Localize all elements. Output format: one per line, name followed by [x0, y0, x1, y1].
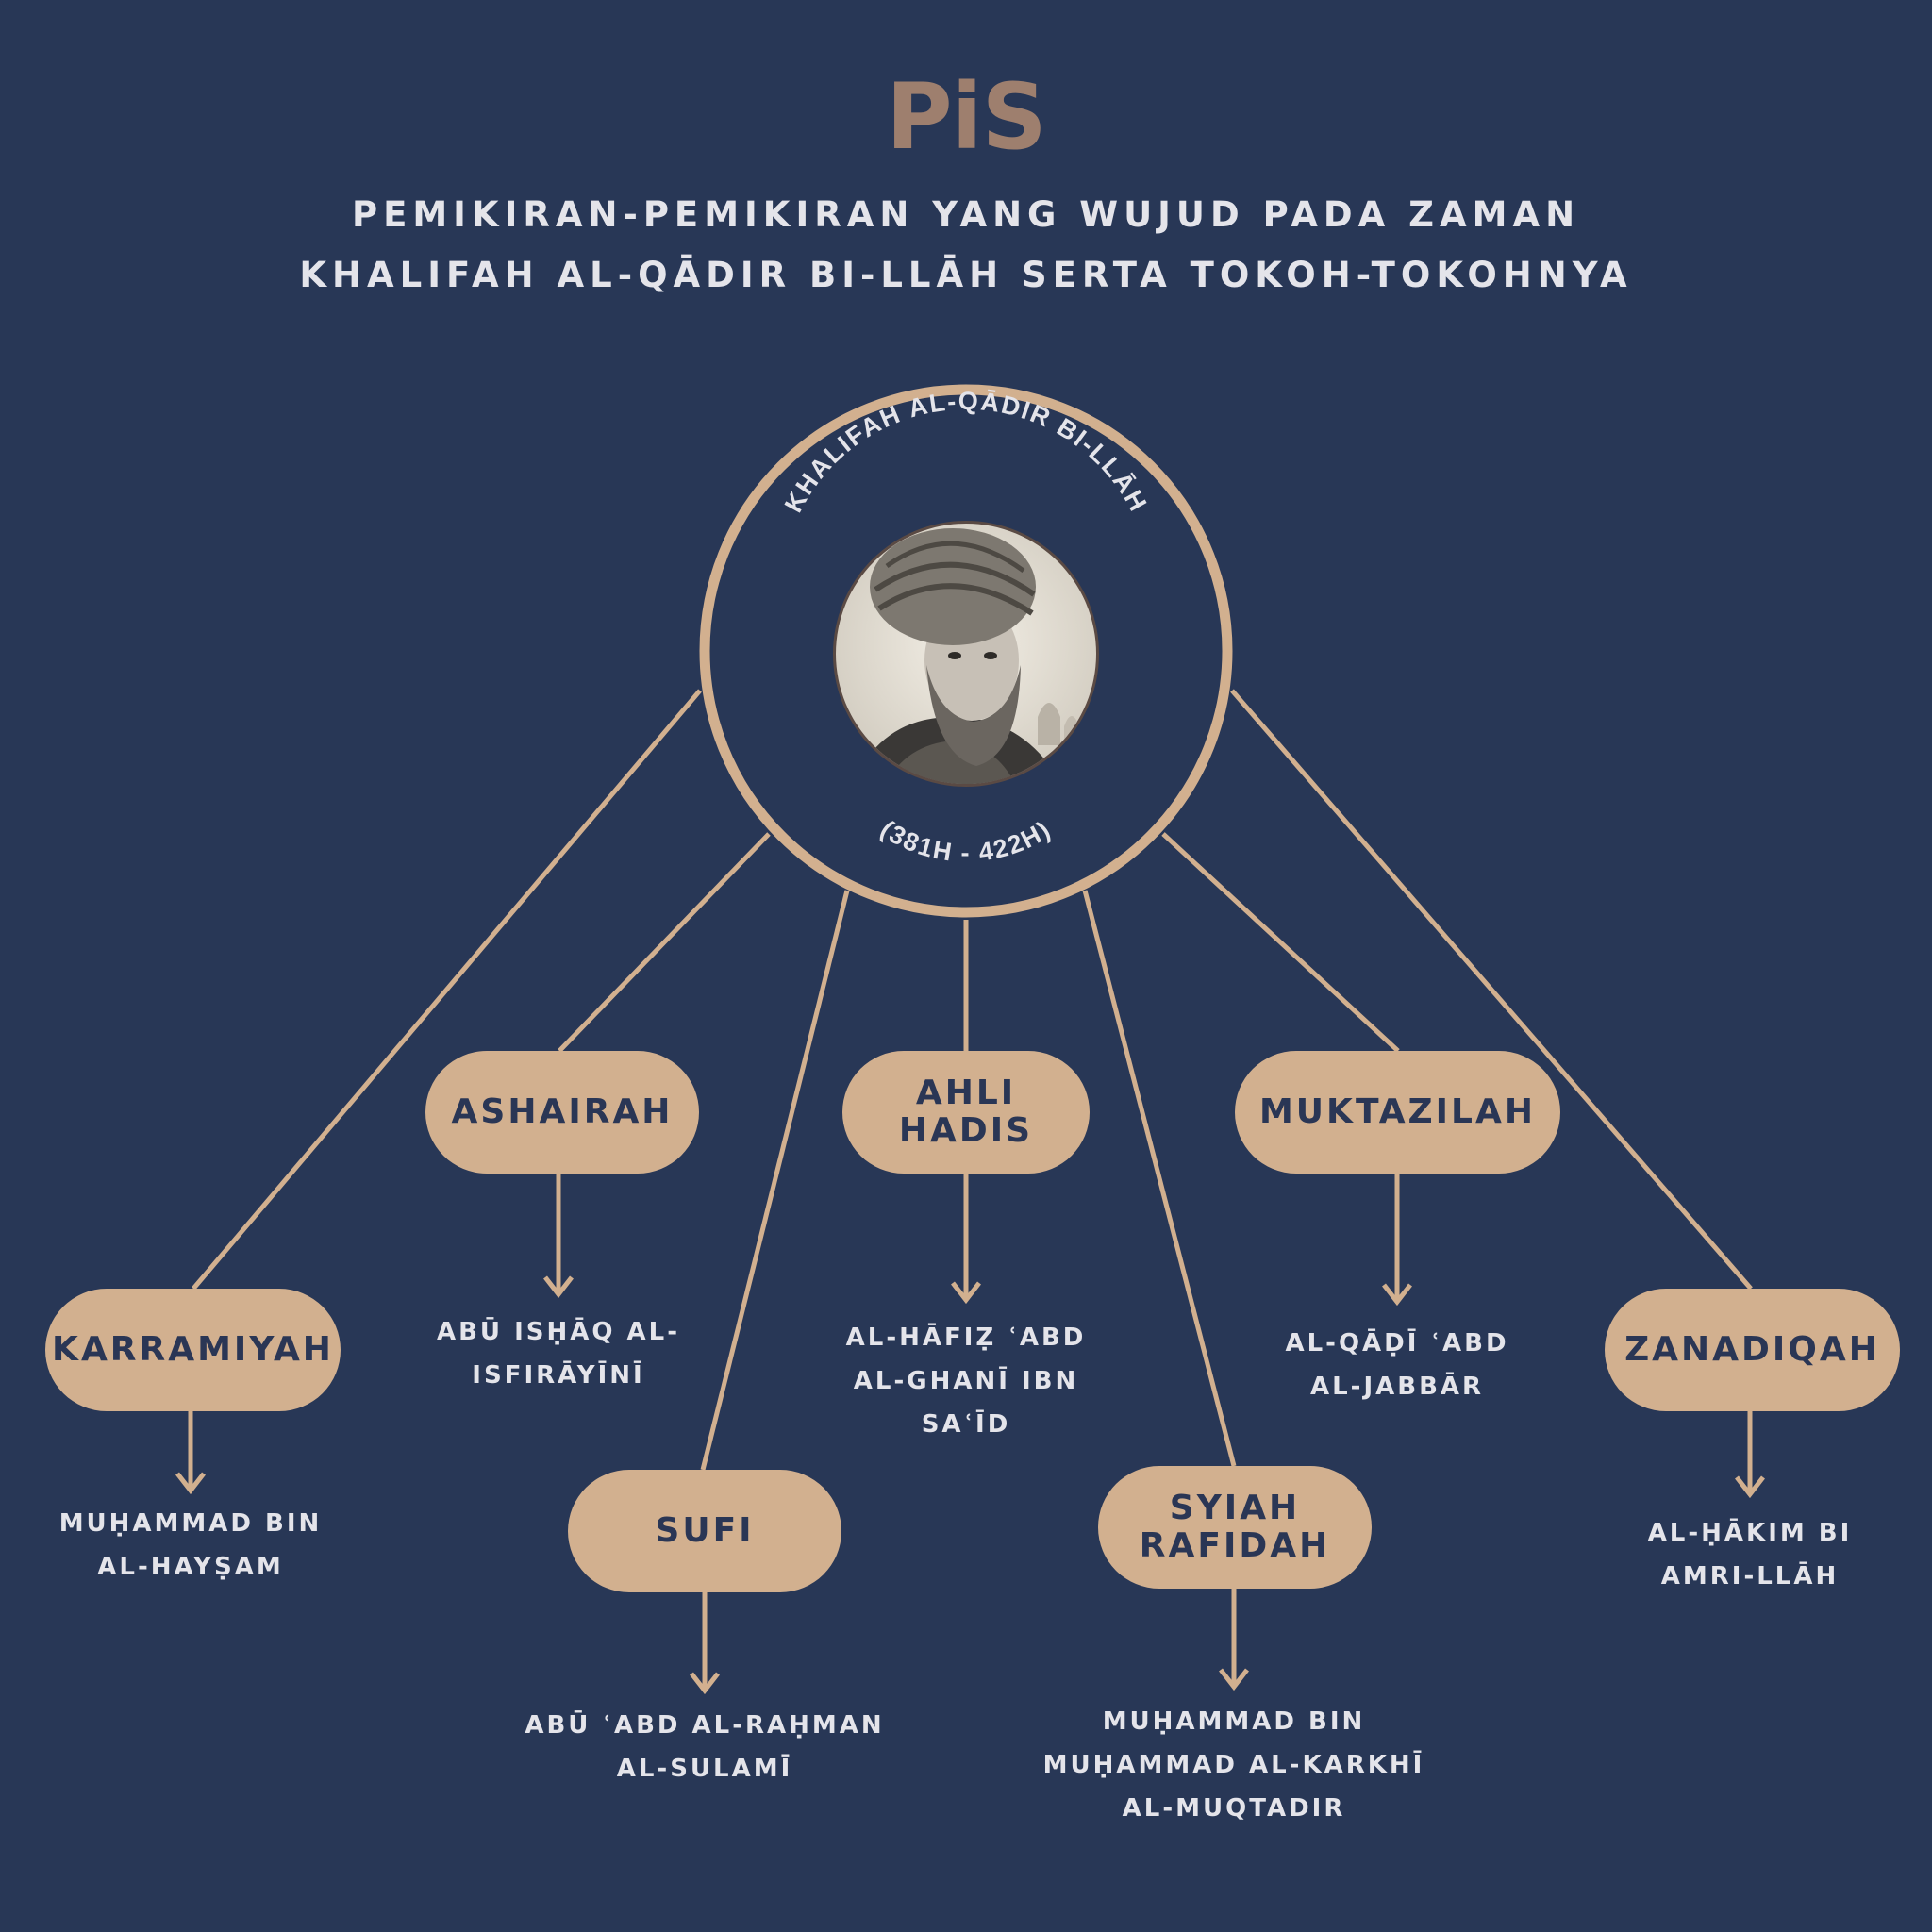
- figure-syiah-rafidah: MUḤAMMAD BIN MUḤAMMAD AL-KARKHĪ AL-MUQTA…: [1042, 1707, 1425, 1823]
- connector-ashairah: [558, 832, 771, 1053]
- node-sufi: SUFI: [568, 1470, 841, 1592]
- title-line-2: KHALIFAH AL-QĀDIR BI-LLĀH SERTA TOKOH-TO…: [299, 255, 1633, 295]
- arrow-karramiyah: [175, 1410, 206, 1495]
- arrows: [175, 1174, 1765, 1695]
- figure-karramiyah: MUḤAMMAD BIN AL-HAYṢAM: [58, 1509, 323, 1581]
- figure-muktazilah: AL-QĀḌĪ ʿABD AL-JABBĀR: [1285, 1329, 1509, 1401]
- node-ahli-hadis: AHLI HADIS: [842, 1051, 1090, 1174]
- arrow-ashairah: [543, 1174, 574, 1299]
- arrow-ahli-hadis: [951, 1174, 981, 1305]
- caliph-portrait: [833, 521, 1099, 787]
- connector-syiah-rafidah: [1082, 890, 1237, 1467]
- node-zanadiqah: ZANADIQAH: [1605, 1289, 1900, 1411]
- logo: PiS: [886, 64, 1046, 170]
- figure-ahli-hadis: AL-HĀFIẒ ʿABD AL-GHANĪ IBN SAʿĪD: [845, 1324, 1087, 1439]
- node-karramiyah: KARRAMIYAH: [45, 1289, 341, 1411]
- figure-sufi: ABŪ ʿABD AL-RAḤMAN AL-SULAMĪ: [525, 1711, 885, 1783]
- node-muktazilah: MUKTAZILAH: [1235, 1051, 1560, 1174]
- connector-zanadiqah: [1230, 689, 1753, 1291]
- title-line-1: PEMIKIRAN-PEMIKIRAN YANG WUJUD PADA ZAMA…: [351, 194, 1581, 235]
- arrow-sufi: [690, 1592, 720, 1695]
- node-ashairah: ASHAIRAH: [425, 1051, 699, 1174]
- connector-muktazilah: [1161, 832, 1400, 1053]
- connectors: [192, 689, 1753, 1471]
- figure-ashairah: ABŪ ISḤĀQ AL-ISFIRĀYĪNĪ: [436, 1318, 681, 1390]
- figure-zanadiqah: AL-ḤĀKIM BI AMRI-LLĀH: [1647, 1519, 1853, 1591]
- connector-karramiyah: [192, 689, 702, 1291]
- arrow-syiah-rafidah: [1219, 1589, 1249, 1691]
- connector-sufi: [700, 890, 850, 1471]
- arrow-muktazilah: [1382, 1174, 1412, 1307]
- node-syiah-rafidah: SYIAH RAFIDAH: [1098, 1466, 1372, 1589]
- arrow-zanadiqah: [1735, 1410, 1765, 1499]
